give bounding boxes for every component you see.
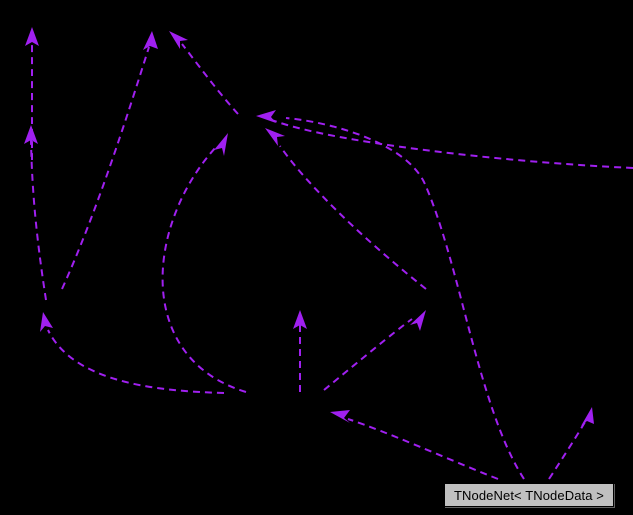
node-tnodenet-tnodedata[interactable]: TNodeNet< TNodeData > [444, 483, 614, 507]
graph-edge [161, 133, 247, 393]
graph-edge [25, 27, 39, 161]
graph-edge [323, 310, 426, 391]
graph-edge [169, 31, 239, 115]
graph-edge [293, 310, 307, 392]
node-label: TNodeNet< TNodeData > [453, 487, 604, 503]
graph-edge [330, 410, 499, 480]
graph-edge [256, 110, 633, 169]
graph-edge [285, 117, 525, 480]
graph-edge [548, 407, 594, 480]
graph-edge [24, 125, 47, 301]
graph-edge [40, 312, 225, 394]
graph-edge [265, 128, 427, 290]
graph-edge [61, 31, 158, 290]
